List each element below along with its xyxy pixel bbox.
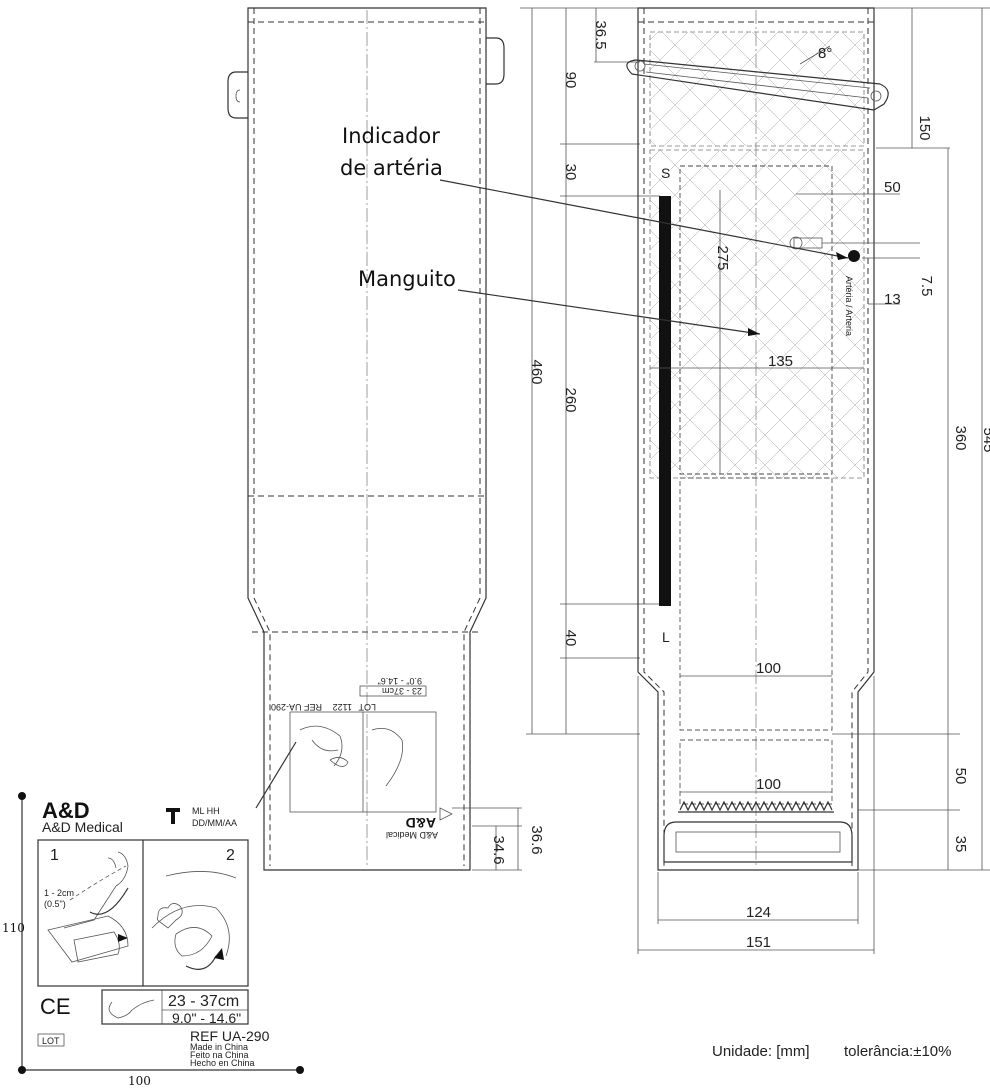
dim-50-top: 50 <box>884 179 901 196</box>
ce-mark: CE <box>40 994 71 1019</box>
size-mark-l: L <box>662 629 670 645</box>
callout-cuff: Manguito <box>358 267 456 291</box>
step-2-illustration-icon <box>151 871 237 970</box>
mini-range-in: 9.0" - 14.6" <box>378 676 422 686</box>
artery-text: Artéria / Arteria <box>844 276 854 336</box>
mini-ref: REF UA-290 <box>271 702 322 712</box>
step-1-number: 1 <box>50 847 59 864</box>
arm-circumference-icon <box>108 999 155 1019</box>
dim-135: 135 <box>768 353 793 370</box>
mini-brand-name: A&D Medical <box>386 830 438 840</box>
ref-text: REF UA-290 <box>190 1028 270 1044</box>
hook-pad <box>679 739 833 805</box>
made-es: Hecho en China <box>190 1058 255 1068</box>
artery-indicator: Artéria / Arteria <box>789 236 860 336</box>
dim-7-5: 7.5 <box>918 276 935 297</box>
dim-36-5: 36.5 <box>592 20 609 49</box>
dim-13: 13 <box>884 291 901 308</box>
standard-line1: ML HH <box>192 806 220 816</box>
label-offset-dims: 34.6 36.6 <box>452 807 545 871</box>
mini-lot: LOT <box>358 702 376 712</box>
offset-cm: 1 - 2cm <box>44 888 74 898</box>
dim-35: 35 <box>952 836 969 853</box>
lot-text: LOT <box>42 1036 60 1046</box>
size-mark-s: S <box>661 165 670 181</box>
label-height-dim: 110 <box>2 921 25 935</box>
callout-artery-line1: Indicador <box>342 124 440 148</box>
quilted-panel <box>649 149 865 479</box>
made-en: Made in China <box>190 1042 248 1052</box>
callouts: Indicador de artéria Manguito <box>340 124 849 336</box>
unit-text: Unidade: [mm] <box>712 1043 810 1060</box>
label-pointer-line <box>255 741 297 809</box>
brand-logo: A&D <box>42 798 90 823</box>
dim-100-a: 100 <box>756 660 781 677</box>
dim-151: 151 <box>746 934 771 951</box>
dim-100-b: 100 <box>756 776 781 793</box>
dim-34-6: 34.6 <box>490 835 507 864</box>
mini-lot-code: 1122 <box>333 702 352 712</box>
range-cm: 23 - 37cm <box>168 993 239 1010</box>
back-outline <box>247 7 487 871</box>
made-pt: Feito na China <box>190 1050 249 1060</box>
lot-box <box>37 1033 65 1047</box>
standard-line2: DD/MM/AA <box>192 818 237 828</box>
dim-50-bottom: 50 <box>952 768 969 785</box>
bottom-loop <box>663 821 853 863</box>
step-1-illustration-icon <box>47 851 129 963</box>
dim-260: 260 <box>562 387 579 412</box>
left-tab <box>227 71 248 119</box>
cuff-back-view: LOT 1122 REF UA-290 23 - 37cm 9.0" - 14.… <box>227 7 545 871</box>
size-range-bar <box>659 196 671 606</box>
d-ring <box>626 59 889 111</box>
callout-artery-line2: de artéria <box>340 156 443 180</box>
dim-8deg: 8° <box>818 45 832 62</box>
middle-dimensions: 36.5 90 30 460 260 40 <box>520 7 660 735</box>
label-detail: 110 100 A&D A&D Medical ML HH DD/MM/AA 1… <box>2 792 304 1088</box>
offset-in: (0.5") <box>44 899 66 909</box>
manufacture-date-icon <box>166 808 180 824</box>
step-2-number: 2 <box>226 847 235 864</box>
dim-30: 30 <box>562 164 579 181</box>
mini-label: LOT 1122 REF UA-290 23 - 37cm 9.0" - 14.… <box>271 676 453 840</box>
range-in: 9.0" - 14.6" <box>172 1010 241 1026</box>
callout-cuff-arrow <box>457 289 761 335</box>
tolerance-text: tolerância:±10% <box>844 1043 951 1060</box>
mini-range-cm: 23 - 37cm <box>382 686 422 696</box>
dim-36-6: 36.6 <box>528 825 545 854</box>
right-tab <box>486 37 505 85</box>
bladder-outline <box>679 165 833 475</box>
hook-teeth <box>679 800 833 812</box>
dim-40: 40 <box>562 630 579 647</box>
dim-150: 150 <box>916 115 933 140</box>
hook-area <box>649 31 865 147</box>
dim-124: 124 <box>746 904 771 921</box>
dim-460: 460 <box>528 359 545 384</box>
dim-545: 545 <box>980 427 990 452</box>
lower-panel <box>679 477 833 731</box>
range-box <box>101 989 249 1025</box>
footer: Unidade: [mm] tolerância:±10% <box>712 1043 951 1060</box>
dim-90: 90 <box>562 72 579 89</box>
dim-360: 360 <box>952 425 969 450</box>
label-width-dim: 100 <box>128 1074 151 1088</box>
brand-name: A&D Medical <box>42 819 123 835</box>
cuff-front-view: 8° S L Artéria / Arteria 275 135 50 7.5 … <box>626 7 990 954</box>
dim-275: 275 <box>714 245 731 270</box>
mini-brand-logo: A&D <box>406 815 436 831</box>
callout-artery-arrow <box>439 179 849 259</box>
